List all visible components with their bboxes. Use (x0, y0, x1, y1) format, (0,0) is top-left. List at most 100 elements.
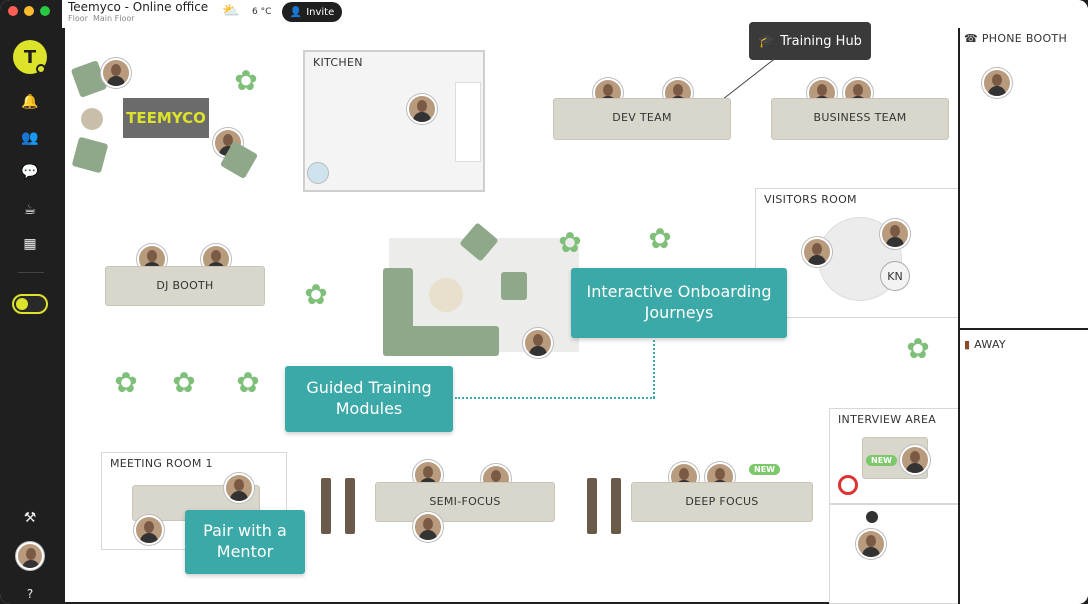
right-panel: ☎ PHONE BOOTH ▮ AWAY (958, 28, 1088, 604)
plant-icon: ✿ (114, 366, 138, 399)
target-icon (838, 475, 858, 495)
phone-icon: ☎ (964, 32, 979, 45)
invite-label: Invite (306, 6, 335, 18)
visitors-room[interactable]: VISITORS ROOM KN (755, 188, 961, 318)
user-avatar[interactable] (880, 219, 910, 249)
room-label: INTERVIEW AREA (838, 413, 937, 426)
building-icon[interactable]: ▦ (23, 236, 37, 252)
help-icon[interactable]: ? (26, 587, 34, 601)
connector-line (455, 397, 655, 399)
sidebar-divider (18, 272, 44, 273)
room-label-text: AWAY (974, 338, 1006, 351)
armchair (71, 136, 109, 174)
connector-line (653, 340, 655, 398)
callout-text: Pair with a (203, 521, 287, 541)
minimize-window-button[interactable] (24, 6, 34, 16)
floor-label: Floor (68, 14, 88, 23)
room-label: MEETING ROOM 1 (110, 457, 213, 470)
new-badge: NEW (749, 464, 780, 475)
invite-button[interactable]: 👤Invite (282, 2, 342, 22)
title-bar: Teemyco - Online office Floor Main Floor… (62, 0, 1088, 28)
user-avatar[interactable] (802, 237, 832, 267)
door (321, 478, 331, 534)
callout-text: Modules (335, 399, 403, 418)
plant-icon: ✿ (906, 332, 930, 365)
user-avatar[interactable] (407, 94, 437, 124)
coffee-icon[interactable]: ☕ (23, 202, 37, 218)
status-dot (36, 64, 46, 74)
user-avatar[interactable] (523, 328, 553, 358)
table-label: BUSINESS TEAM (813, 111, 907, 124)
training-hub-tooltip[interactable]: 🎓 Training Hub (749, 22, 871, 60)
side-table (81, 108, 103, 130)
room-label: ☎ PHONE BOOTH (964, 32, 1067, 45)
door-icon: ▮ (964, 338, 971, 351)
plant-icon: ✿ (172, 366, 196, 399)
door (345, 478, 355, 534)
callout-text: Interactive Onboarding (586, 282, 772, 302)
counter (455, 82, 481, 162)
user-avatar[interactable] (982, 68, 1012, 98)
dev-team-table[interactable]: DEV TEAM (553, 98, 731, 140)
temperature: 6 °C (252, 7, 272, 17)
weather-icon: ⛅ (222, 3, 240, 19)
add-user-icon: 👤 (289, 6, 303, 18)
bell-icon[interactable]: 🔔 (21, 94, 39, 110)
private-area[interactable] (829, 504, 961, 604)
interview-area[interactable]: INTERVIEW AREA NEW (829, 408, 961, 504)
office-map: ✿ TEEMYCO KITCHEN 🎓Training Hub DEV TEAM… (62, 22, 961, 604)
sink (307, 162, 329, 184)
callout-text: Mentor (216, 542, 274, 561)
plant-icon: ✿ (234, 64, 258, 97)
chat-icon[interactable]: 💬 (21, 164, 39, 180)
door (611, 478, 621, 534)
sidebar: T 🔔 👥 💬 ☕ ▦ ⚒ ? (0, 0, 62, 604)
new-badge: NEW (866, 455, 897, 466)
user-avatar[interactable] (900, 445, 930, 475)
plant-icon: ✿ (236, 366, 260, 399)
close-window-button[interactable] (8, 6, 18, 16)
semi-focus-table[interactable]: SEMI-FOCUS (375, 482, 555, 522)
phone-booth-room[interactable]: ☎ PHONE BOOTH (960, 28, 1088, 330)
window-title: Teemyco - Online office (68, 0, 209, 14)
armchair (501, 272, 527, 300)
graduation-cap-icon: 🎓 (758, 33, 775, 49)
presence-toggle[interactable] (12, 294, 48, 314)
user-initials-avatar[interactable]: KN (880, 261, 910, 291)
plant-icon: ✿ (304, 278, 328, 311)
callout-text: Guided Training (306, 378, 432, 398)
floor-value: Main Floor (93, 14, 135, 23)
kitchen-room[interactable]: KITCHEN (303, 50, 485, 192)
table-label: SEMI-FOCUS (429, 495, 501, 508)
room-label: KITCHEN (313, 56, 363, 69)
floor-indicator[interactable]: Floor Main Floor (68, 14, 135, 23)
dj-booth-table[interactable]: DJ BOOTH (105, 266, 265, 306)
business-team-table[interactable]: BUSINESS TEAM (771, 98, 949, 140)
user-avatar[interactable] (101, 58, 131, 88)
table-label: DEV TEAM (612, 111, 672, 124)
info-icon (866, 511, 878, 523)
plant-icon: ✿ (558, 226, 582, 259)
user-avatar[interactable] (134, 515, 164, 545)
user-avatar[interactable] (16, 542, 44, 570)
table-label: DJ BOOTH (156, 279, 214, 292)
room-label: ▮ AWAY (964, 338, 1006, 351)
teemyco-logo[interactable]: T (13, 40, 47, 74)
door (587, 478, 597, 534)
tools-icon[interactable]: ⚒ (23, 510, 37, 526)
people-icon[interactable]: 👥 (21, 130, 39, 146)
user-avatar[interactable] (856, 529, 886, 559)
away-room[interactable]: ▮ AWAY (960, 332, 1088, 602)
plant-icon: ✿ (648, 222, 672, 255)
maximize-window-button[interactable] (40, 6, 50, 16)
coffee-table (429, 278, 463, 312)
sofa-bottom (383, 326, 499, 356)
user-avatar[interactable] (224, 473, 254, 503)
tooltip-label: Training Hub (780, 33, 862, 49)
user-avatar[interactable] (413, 512, 443, 542)
deep-focus-table[interactable]: DEEP FOCUS (631, 482, 813, 522)
